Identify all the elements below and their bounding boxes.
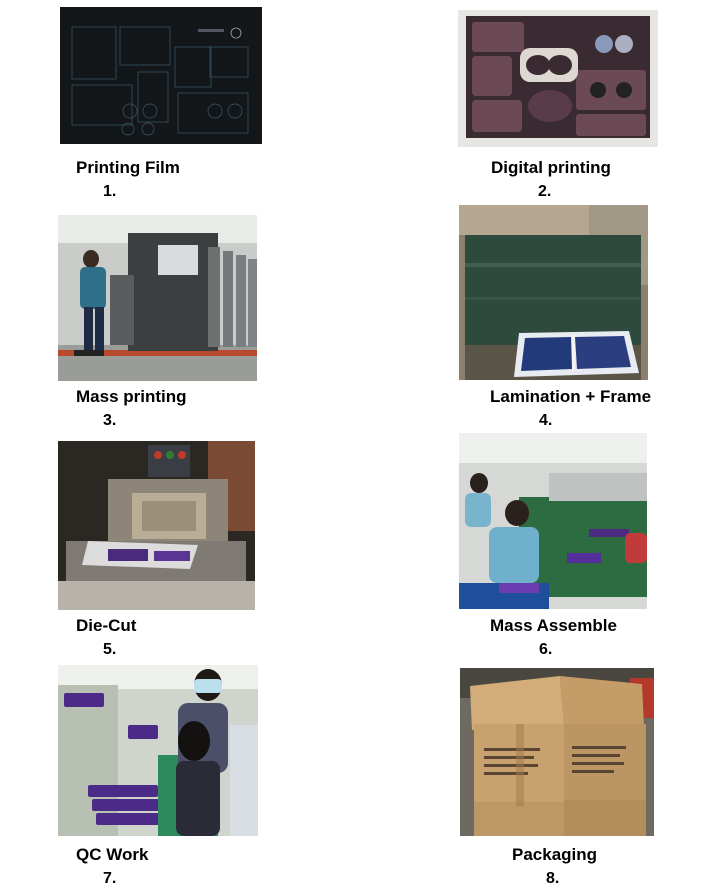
step-title: Printing Film (76, 158, 180, 177)
packaging-photo (460, 668, 654, 836)
printing-film-photo (60, 7, 262, 144)
mass-assemble-photo (459, 433, 647, 609)
step-number: 1. (103, 183, 117, 200)
step-number: 2. (538, 183, 552, 200)
step-title: Packaging (512, 845, 598, 864)
step-number: 8. (546, 870, 560, 887)
step-title: Mass printing (76, 387, 187, 406)
step-number: 5. (103, 641, 117, 658)
step-number: 6. (539, 641, 553, 658)
digital-printing-photo (458, 10, 658, 147)
lamination-frame-photo (459, 205, 648, 380)
step-number: 4. (539, 412, 553, 429)
step-number: 3. (103, 412, 117, 429)
step-title: Lamination + Frame (490, 387, 652, 406)
step-title: Die-Cut (76, 616, 137, 635)
step-number: 7. (103, 870, 117, 887)
step-title: QC Work (76, 845, 149, 864)
step-title: Digital printing (491, 158, 611, 177)
step-title: Mass Assemble (490, 616, 617, 635)
die-cut-photo (58, 441, 255, 610)
mass-printing-photo (58, 215, 257, 381)
qc-work-photo (58, 665, 258, 836)
